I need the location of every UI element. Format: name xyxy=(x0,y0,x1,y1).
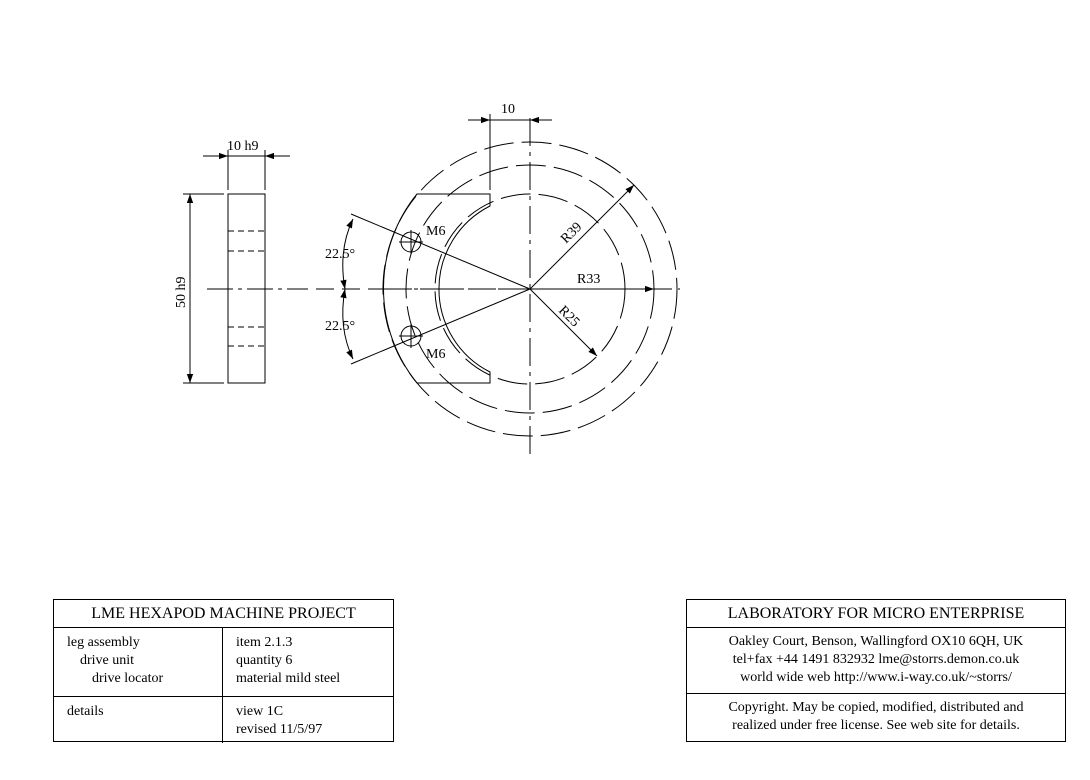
copyright-line-2: realized under free license. See web sit… xyxy=(732,718,1020,733)
label-hole-lower: M6 xyxy=(426,347,445,362)
lab-title-block: LABORATORY FOR MICRO ENTERPRISE Oakley C… xyxy=(686,599,1066,742)
lab-phone-email: tel+fax +44 1491 832932 lme@storrs.demon… xyxy=(732,652,1020,667)
angle-arc-upper xyxy=(340,218,354,290)
item-number: item 2.1.3 xyxy=(236,635,293,650)
details-row: details view 1C revised 11/5/97 xyxy=(54,697,393,743)
side-view-hidden-holes xyxy=(228,230,265,347)
hole-lower xyxy=(399,324,423,348)
dim-height: 50 h9 xyxy=(174,277,189,309)
material: material mild steel xyxy=(236,671,341,686)
part-hierarchy: leg assembly drive unit drive locator xyxy=(54,628,223,696)
dim-top-width: 10 xyxy=(501,102,515,117)
quantity: quantity 6 xyxy=(236,653,293,668)
revision-info: view 1C revised 11/5/97 xyxy=(223,697,393,743)
lab-contact: Oakley Court, Benson, Wallingford OX10 6… xyxy=(687,628,1065,694)
label-hole-upper: M6 xyxy=(426,224,445,239)
part-outline xyxy=(383,193,491,384)
copyright-line-1: Copyright. May be copied, modified, dist… xyxy=(728,700,1024,715)
lab-address: Oakley Court, Benson, Wallingford OX10 6… xyxy=(728,634,1024,649)
dim-radius-middle: R33 xyxy=(577,272,600,287)
radius-inner-leader xyxy=(529,288,598,357)
dim-side-width: 10 h9 xyxy=(227,139,259,154)
front-view xyxy=(340,114,680,460)
part-info-row: leg assembly drive unit drive locator it… xyxy=(54,628,393,697)
angle-arc-lower xyxy=(340,288,354,360)
dim-radius-outer: R39 xyxy=(558,220,585,247)
view-id: view 1C xyxy=(236,704,284,719)
part-level-2: drive unit xyxy=(80,653,135,668)
lab-name: LABORATORY FOR MICRO ENTERPRISE xyxy=(687,600,1065,628)
revision-date: revised 11/5/97 xyxy=(236,722,323,737)
part-level-1: leg assembly xyxy=(67,635,140,650)
dim-angle-lower: 22.5° xyxy=(325,319,355,334)
copyright-notice: Copyright. May be copied, modified, dist… xyxy=(687,694,1065,735)
project-title-block: LME HEXAPOD MACHINE PROJECT leg assembly… xyxy=(53,599,394,743)
dim-angle-upper: 22.5° xyxy=(325,247,355,262)
dim-radius-inner: R25 xyxy=(555,303,582,330)
part-specs: item 2.1.3 quantity 6 material mild stee… xyxy=(223,628,393,696)
details-label: details xyxy=(54,697,223,743)
project-title: LME HEXAPOD MACHINE PROJECT xyxy=(54,600,393,628)
hole-upper xyxy=(399,230,423,254)
technical-drawing: 10 10 h9 50 h9 22.5° 22.5° M6 M6 R39 R33… xyxy=(174,102,680,460)
part-level-3: drive locator xyxy=(92,671,164,686)
radius-outer-leader xyxy=(529,184,635,290)
lab-website: world wide web http://www.i-way.co.uk/~s… xyxy=(740,670,1012,685)
side-view xyxy=(183,150,290,384)
